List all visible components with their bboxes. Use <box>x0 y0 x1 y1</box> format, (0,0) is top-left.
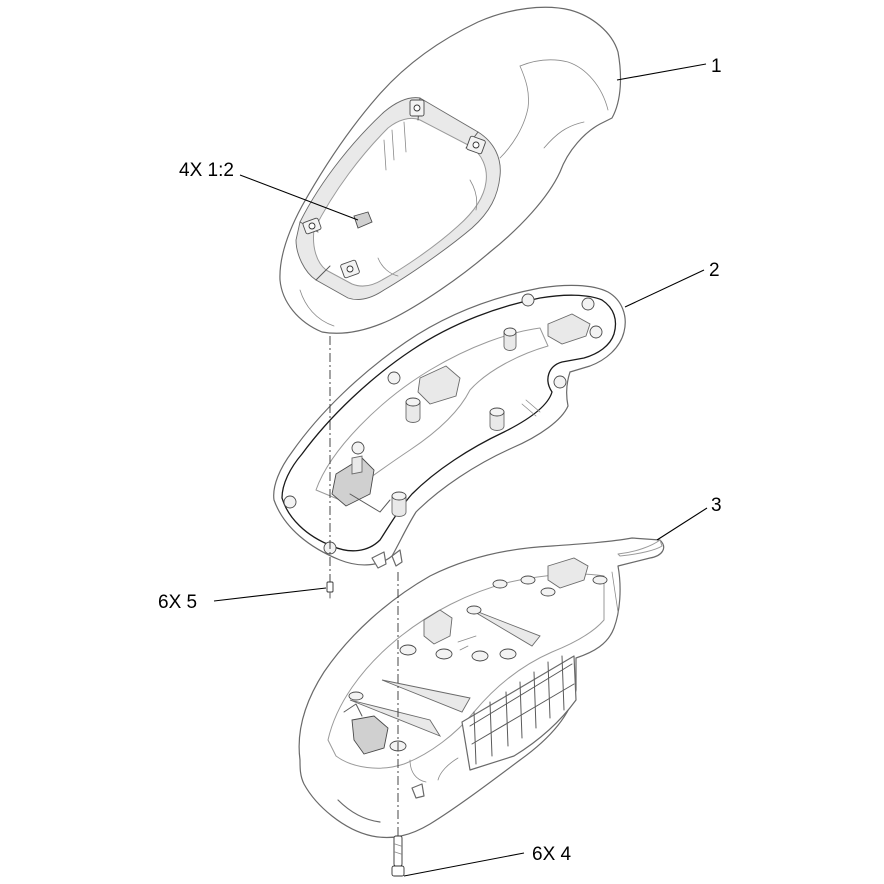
callout-screw-4-qty: 6X 4 <box>532 844 572 865</box>
part-1-top-cover <box>279 6 622 334</box>
leader-part-1 <box>616 63 707 81</box>
callout-clip-qty: 4X 1:2 <box>179 160 234 181</box>
callout-part-2: 2 <box>709 260 720 281</box>
callout-screw-5-qty: 6X 5 <box>158 592 197 613</box>
leader-screw-5 <box>213 587 327 602</box>
leader-lines <box>213 63 708 877</box>
part-2-middle-tray <box>273 284 626 569</box>
callout-part-3: 3 <box>711 495 722 516</box>
callout-labels: 1 2 3 4X 1:2 6X 5 6X 4 <box>158 56 722 865</box>
callout-part-1: 1 <box>711 56 722 77</box>
leader-part-3 <box>656 507 708 541</box>
screw-part-4 <box>391 835 405 877</box>
screw-part-5 <box>326 581 334 599</box>
leader-part-2 <box>624 269 705 308</box>
part-3-base-housing <box>298 537 665 839</box>
leader-screw-4 <box>403 852 525 877</box>
assembly-centerlines <box>329 336 399 874</box>
leader-clip <box>239 174 359 221</box>
